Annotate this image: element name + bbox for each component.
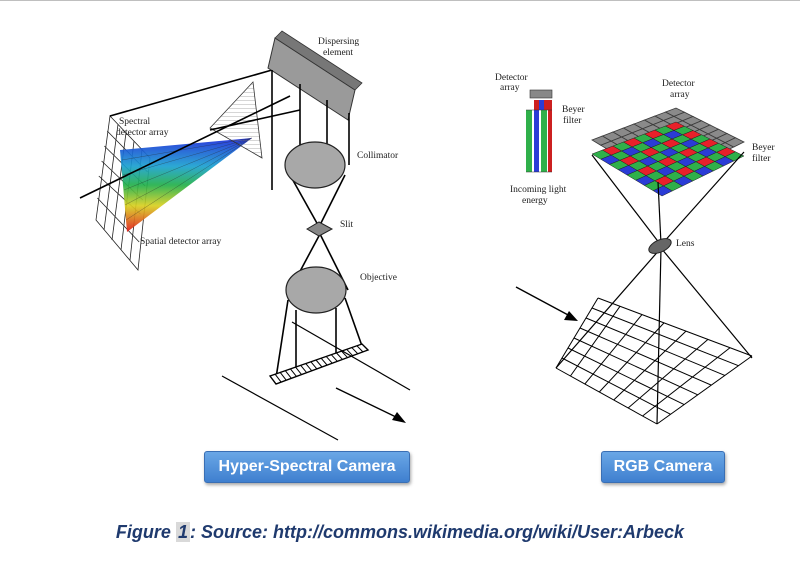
detector-cell [724,137,745,148]
strip-tick [336,352,343,360]
strip-tick [351,347,359,355]
ground-grid-line [561,357,671,415]
label-spatial-detector-array: Spatial detector array [140,237,221,247]
caption-prefix: Figure [115,522,176,542]
ground-grid-line [555,367,658,425]
strip-tick [315,359,323,368]
strip-tick [330,354,338,362]
ground-grid-line [584,314,643,385]
collimator-lens [284,141,346,189]
strip-tick [295,366,302,375]
rgb-bayer-filter [591,121,745,197]
dispersing-element [267,30,363,121]
rgb-lens [648,238,672,254]
ground-grid-line [585,317,726,376]
slit [306,221,334,237]
strip-tick [284,370,292,379]
strip-tick [305,363,313,372]
strip-tick [274,373,282,383]
ground-grid-line [567,347,685,406]
strip-tick [341,350,348,358]
ground-grid-line [579,327,712,386]
rgb-incoming-arrow [515,286,578,321]
label-collimator: Collimator [357,151,399,161]
strip-tick [325,356,333,364]
strip-tick [310,361,318,370]
label-slit: Slit [340,220,354,230]
strip-tick [290,368,297,377]
label-lens: Lens [676,239,695,249]
spectral-fan [120,138,252,232]
ground-grid-line [642,347,731,417]
strip-tick [320,357,328,366]
ground-grid-line [591,307,739,367]
ground-grid-line [597,297,753,357]
spectral-rays [79,69,301,199]
objective-lens [285,266,347,314]
caption-number: 1 [175,522,190,542]
ground-grid-line [613,330,687,401]
strip-tick [346,348,354,357]
rgb-inset [526,89,553,173]
ground-grid-line [656,355,753,425]
ground-grid-line [627,339,709,409]
figure-caption: Figure 1: Source: http://commons.wikimed… [0,522,800,543]
strip-tick [356,345,364,353]
rgb-camera-button: RGB Camera [601,451,725,483]
scan-direction-arrow [335,387,406,423]
caption-text: : Source: http://commons.wikimedia.org/w… [189,522,685,542]
ground-grid-line [573,337,698,396]
label-objective: Objective [360,273,397,283]
top-rule [0,0,800,1]
strip-tick [279,372,287,381]
spectral-fan-lines [121,137,253,221]
ground-scan-strip [221,321,411,441]
rgb-ground-grid [555,297,753,425]
ground-grid-line [555,297,599,369]
ground-grid-line [570,305,621,377]
ground-grid-line [598,322,665,393]
hyperspectral-camera-button: Hyper-Spectral Camera [204,451,410,483]
strip-tick [300,365,308,373]
rgb-light-cone [555,151,753,425]
bayer-cell [724,151,745,162]
